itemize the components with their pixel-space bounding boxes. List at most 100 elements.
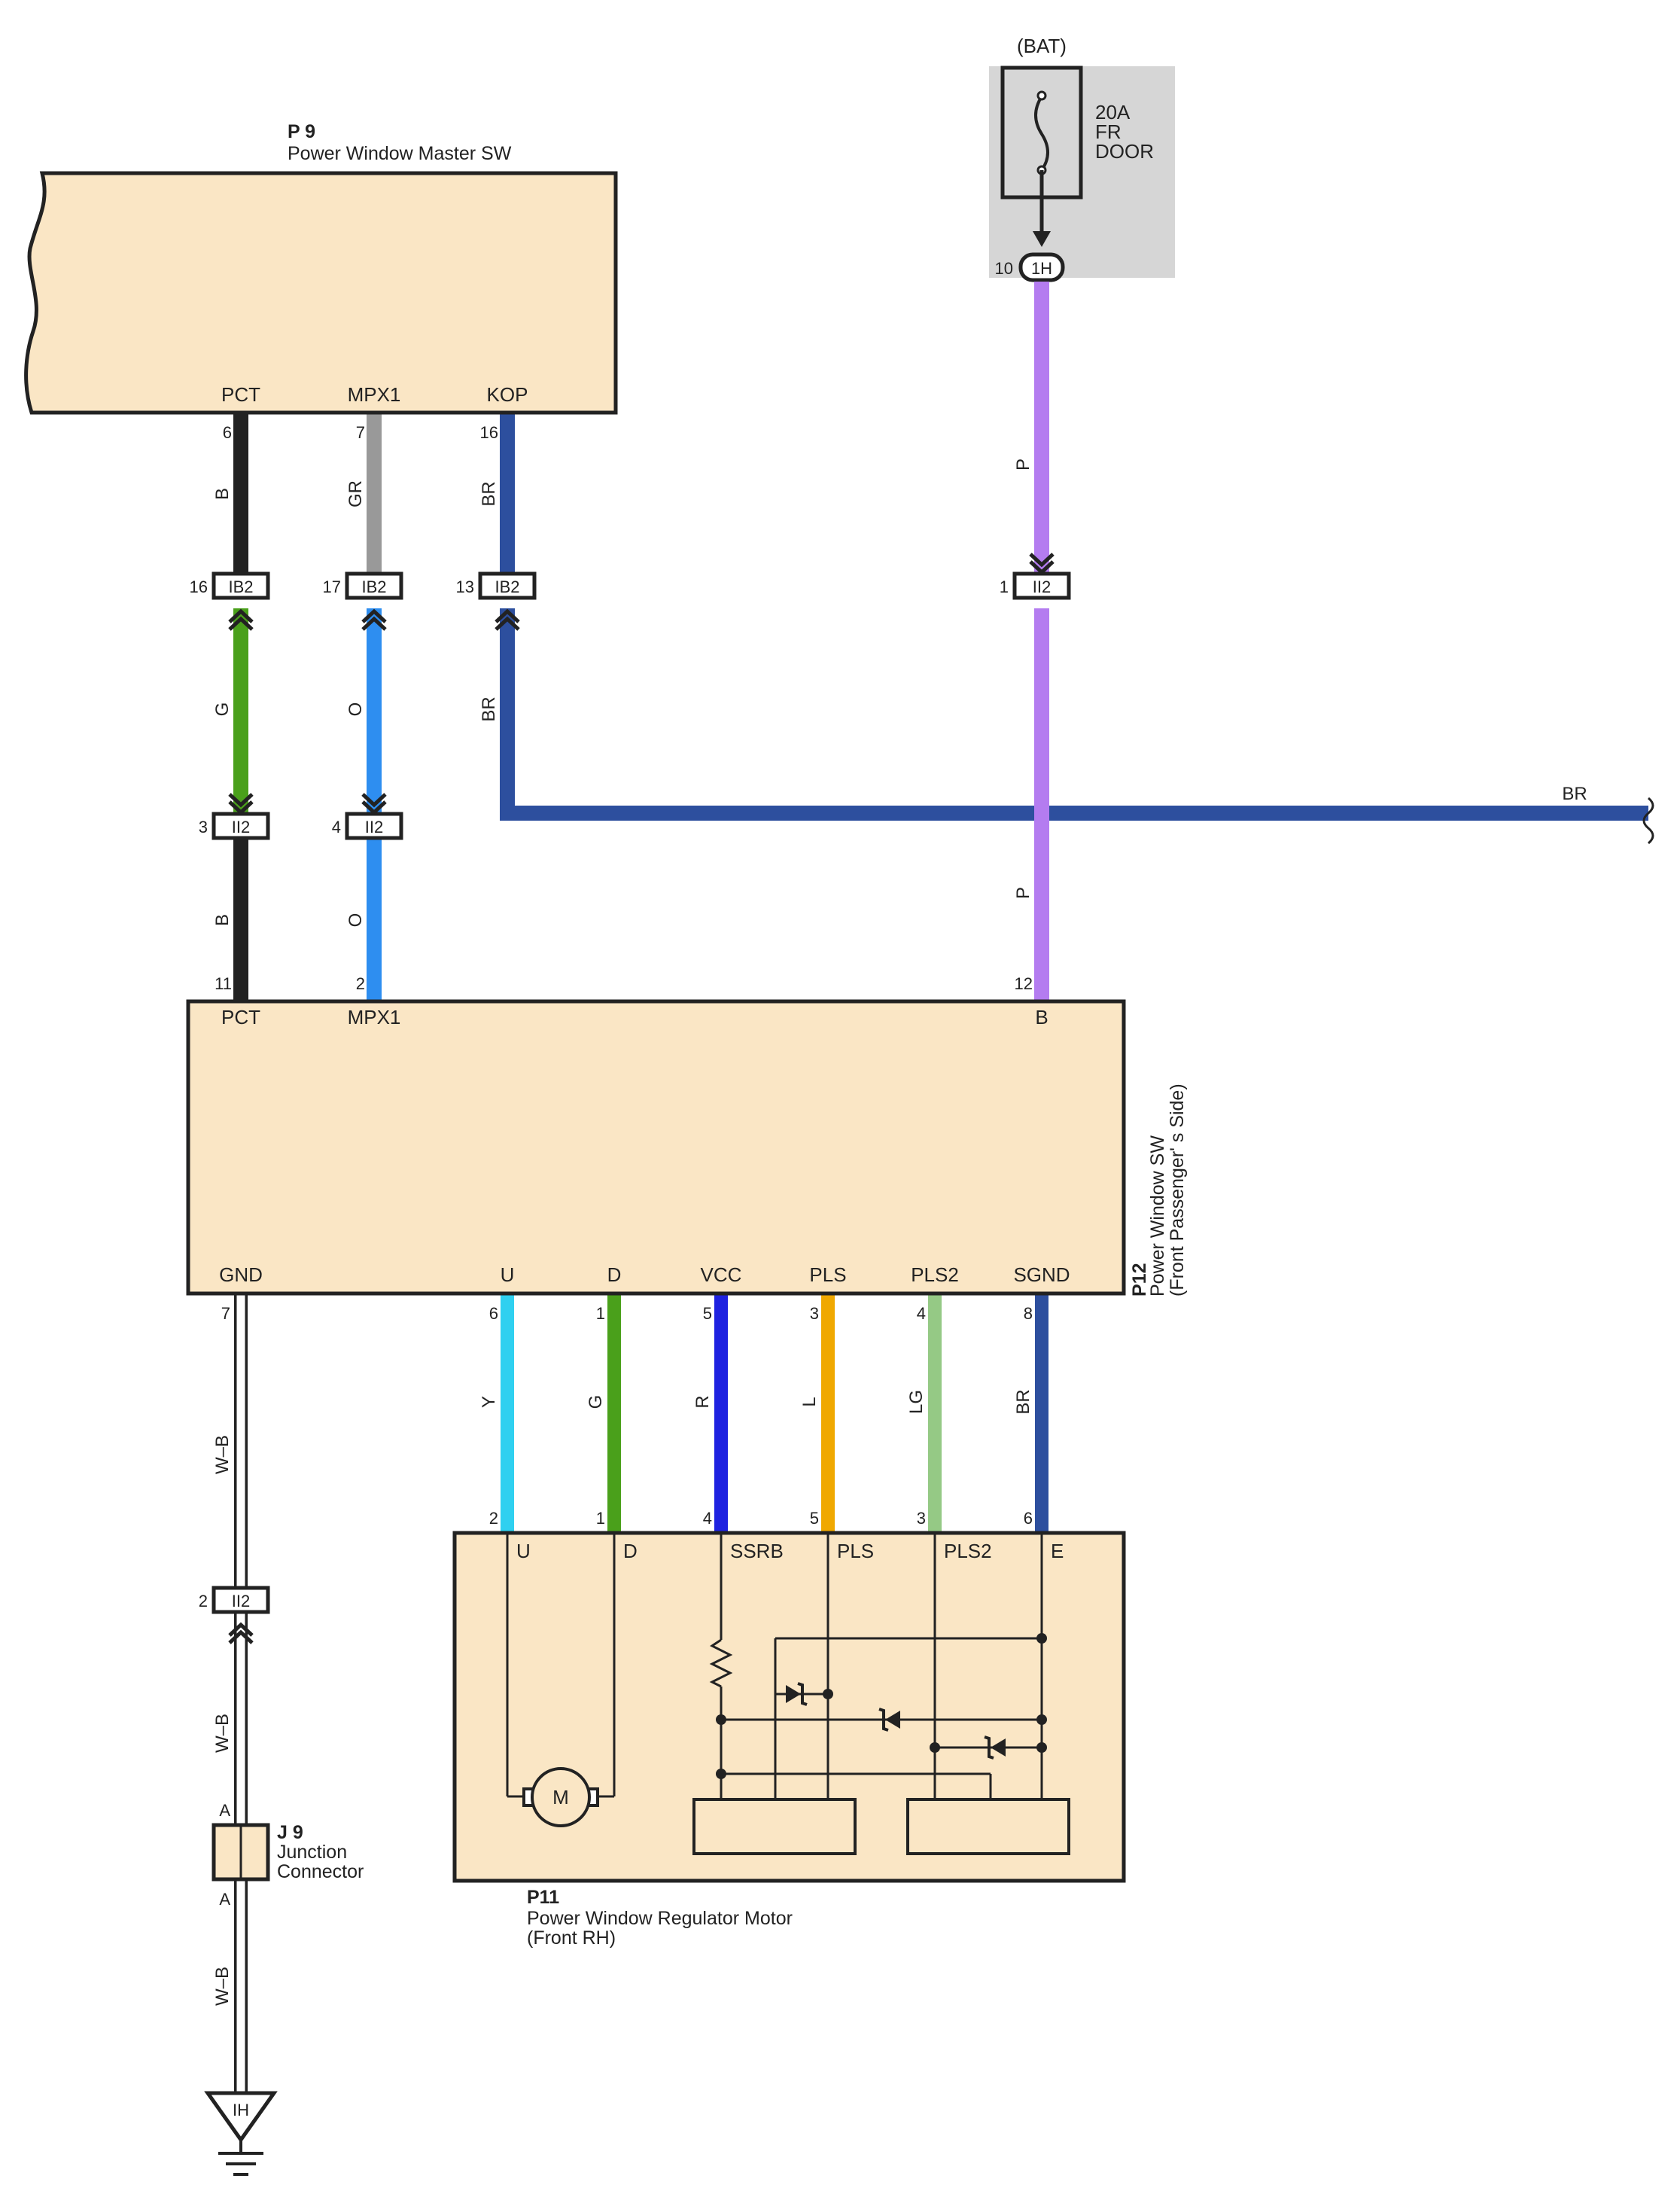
- j9-name-line2: Connector: [277, 1861, 364, 1882]
- wire-code-mpx1-mid: O: [345, 702, 366, 717]
- p11-pin-pls: 5: [810, 1509, 819, 1528]
- p12-pin-sgnd: 8: [1024, 1304, 1033, 1323]
- p9-pin-mpx1: 7: [356, 423, 365, 442]
- wire-code-u: Y: [479, 1396, 499, 1408]
- fuse-source-label: (BAT): [1017, 35, 1067, 57]
- p12-id: P12: [1129, 1263, 1150, 1297]
- zener-diode-icon: [878, 1708, 900, 1732]
- j9-pin-top: A: [219, 1801, 230, 1820]
- p11-junction-dots: [716, 1633, 1047, 1779]
- p11-terminal-pls: PLS: [837, 1540, 874, 1562]
- connector-1h: [1018, 252, 1065, 282]
- wire-code-pls: L: [799, 1397, 820, 1406]
- wire-br-horizontal: [500, 608, 1648, 821]
- p11-pin-ssrb: 4: [703, 1509, 712, 1528]
- p12-power-window-sw: 11 2 12 PCT MPX1 B GND U D VCC PLS PLS2 …: [186, 974, 1188, 1323]
- wire-code-ground-1: W–B: [212, 1435, 233, 1474]
- wire-code-br-right: BR: [1562, 784, 1587, 804]
- p9-pin-pct: 6: [223, 423, 232, 442]
- ground-icon: [204, 2091, 278, 2176]
- arrow-down-icon: [1033, 231, 1051, 247]
- wire-code-kop-mid: BR: [479, 696, 499, 721]
- p9-name: Power Window Master SW: [288, 143, 512, 164]
- wire-code-bat-lower: P: [1013, 887, 1033, 899]
- fuse-block: (BAT) 20A FR DOOR 1H 10: [989, 35, 1175, 282]
- connector-ii2-ground: [212, 1586, 270, 1614]
- connector-ib2-pct: [212, 571, 270, 600]
- wire-code-d: G: [586, 1395, 606, 1409]
- connector-ii2-ground-label: II2: [232, 1592, 250, 1610]
- p11-pin-u: 2: [489, 1509, 498, 1528]
- p12-name-line2: (Front Passenger' s Side): [1167, 1083, 1188, 1297]
- p11-pin-e: 6: [1024, 1509, 1033, 1528]
- p11-power-window-regulator-motor: 2 1 4 5 3 6 U D SSRB PLS PLS2 E: [452, 1509, 1126, 1949]
- connector-ib2-kop-pin: 13: [456, 577, 474, 596]
- connector-ib2-mpx1: [345, 571, 403, 600]
- mid-wire-codes: G O BR BR: [212, 696, 1587, 804]
- p9-pin-kop: 16: [480, 423, 498, 442]
- connector-ii2-ground-pin: 2: [199, 1592, 208, 1610]
- connector-ib2-mpx1-pin: 17: [323, 577, 341, 596]
- p11-internal-circuit: [506, 1533, 1043, 1799]
- ii2-mid-connectors: II2 3 II2 4: [199, 794, 403, 840]
- p12-pin-pct: 11: [215, 974, 232, 993]
- wires: [233, 282, 1654, 2093]
- p9-terminal-pct: PCT: [221, 383, 260, 406]
- p12-terminal-pls: PLS: [809, 1263, 846, 1286]
- p11-terminal-u: U: [516, 1540, 531, 1562]
- fuse-name-line1: FR: [1095, 120, 1122, 143]
- p11-name-line2: (Front RH): [527, 1927, 616, 1949]
- wire-code-pct-lower: B: [212, 914, 233, 926]
- p12-terminal-pls2: PLS2: [911, 1263, 959, 1286]
- p12-pin-vcc: 5: [703, 1304, 712, 1323]
- p12-terminal-vcc: VCC: [701, 1263, 742, 1286]
- p12-terminal-mpx1: MPX1: [348, 1006, 401, 1028]
- ib2-connectors: IB2 16 IB2 17 IB2 13: [190, 571, 537, 629]
- ground-point-label: IH: [233, 2101, 249, 2119]
- p12-terminal-gnd: GND: [219, 1263, 263, 1286]
- motor-symbol: M: [552, 1786, 569, 1808]
- fuse-rating: 20A: [1095, 101, 1131, 123]
- wire-code-mpx1-lower: O: [345, 913, 366, 928]
- p9-terminal-kop: KOP: [487, 383, 528, 406]
- wire-code-ground-3: W–B: [212, 1967, 233, 2006]
- j9-id: J 9: [277, 1822, 303, 1843]
- zener-diode-icon: [984, 1735, 1006, 1760]
- ground-path: W–B II2 2 W–B A A J 9 Junction Connector…: [199, 1435, 364, 2176]
- connector-ii2-bat-label: II2: [1033, 577, 1051, 596]
- p11-id: P11: [527, 1887, 559, 1908]
- p12-pin-u: 6: [489, 1304, 498, 1323]
- p9-id: P 9: [288, 121, 315, 142]
- connector-ii2-pct-label: II2: [232, 818, 250, 836]
- p11-terminal-d: D: [623, 1540, 638, 1562]
- wire-code-bat-upper: P: [1013, 459, 1033, 471]
- p9-component-box: [24, 171, 618, 415]
- p11-terminal-pls2: PLS2: [944, 1540, 992, 1562]
- connector-1h-pin: 10: [995, 259, 1013, 278]
- p9-power-window-master-sw: P 9 Power Window Master SW PCT MPX1 KOP …: [24, 121, 618, 442]
- lower-wire-codes: B O P: [212, 887, 1033, 927]
- wire-code-pct-upper: B: [212, 488, 233, 500]
- p11-sensor-block-left: [692, 1798, 857, 1855]
- zener-diode-icon: [786, 1682, 808, 1706]
- p11-pin-pls2: 3: [917, 1509, 926, 1528]
- p12-terminal-d: D: [607, 1263, 622, 1286]
- connector-ii2-bat-pin: 1: [1000, 577, 1009, 596]
- j9-name-line1: Junction: [277, 1842, 347, 1863]
- p12-terminal-sgnd: SGND: [1013, 1263, 1070, 1286]
- p11-component-box: [452, 1531, 1126, 1883]
- upper-wire-codes: B GR BR P: [212, 459, 1033, 507]
- motor-icon: M: [522, 1767, 599, 1827]
- connector-ib2-mpx1-label: IB2: [361, 577, 386, 596]
- p11-terminal-ssrb: SSRB: [730, 1540, 784, 1562]
- ii2-connector-bat: II2 1: [1000, 554, 1071, 600]
- connector-ii2-mpx1-label: II2: [365, 818, 383, 836]
- wire-code-pls2: LG: [906, 1390, 927, 1414]
- p12-pin-pls: 3: [810, 1304, 819, 1323]
- connector-ii2-pct: [212, 812, 270, 840]
- connector-ii2-mpx1-pin: 4: [332, 818, 341, 836]
- connector-ib2-kop: [478, 571, 537, 600]
- fuse-icon: [1034, 95, 1049, 172]
- wire-break-icon: [1642, 797, 1654, 845]
